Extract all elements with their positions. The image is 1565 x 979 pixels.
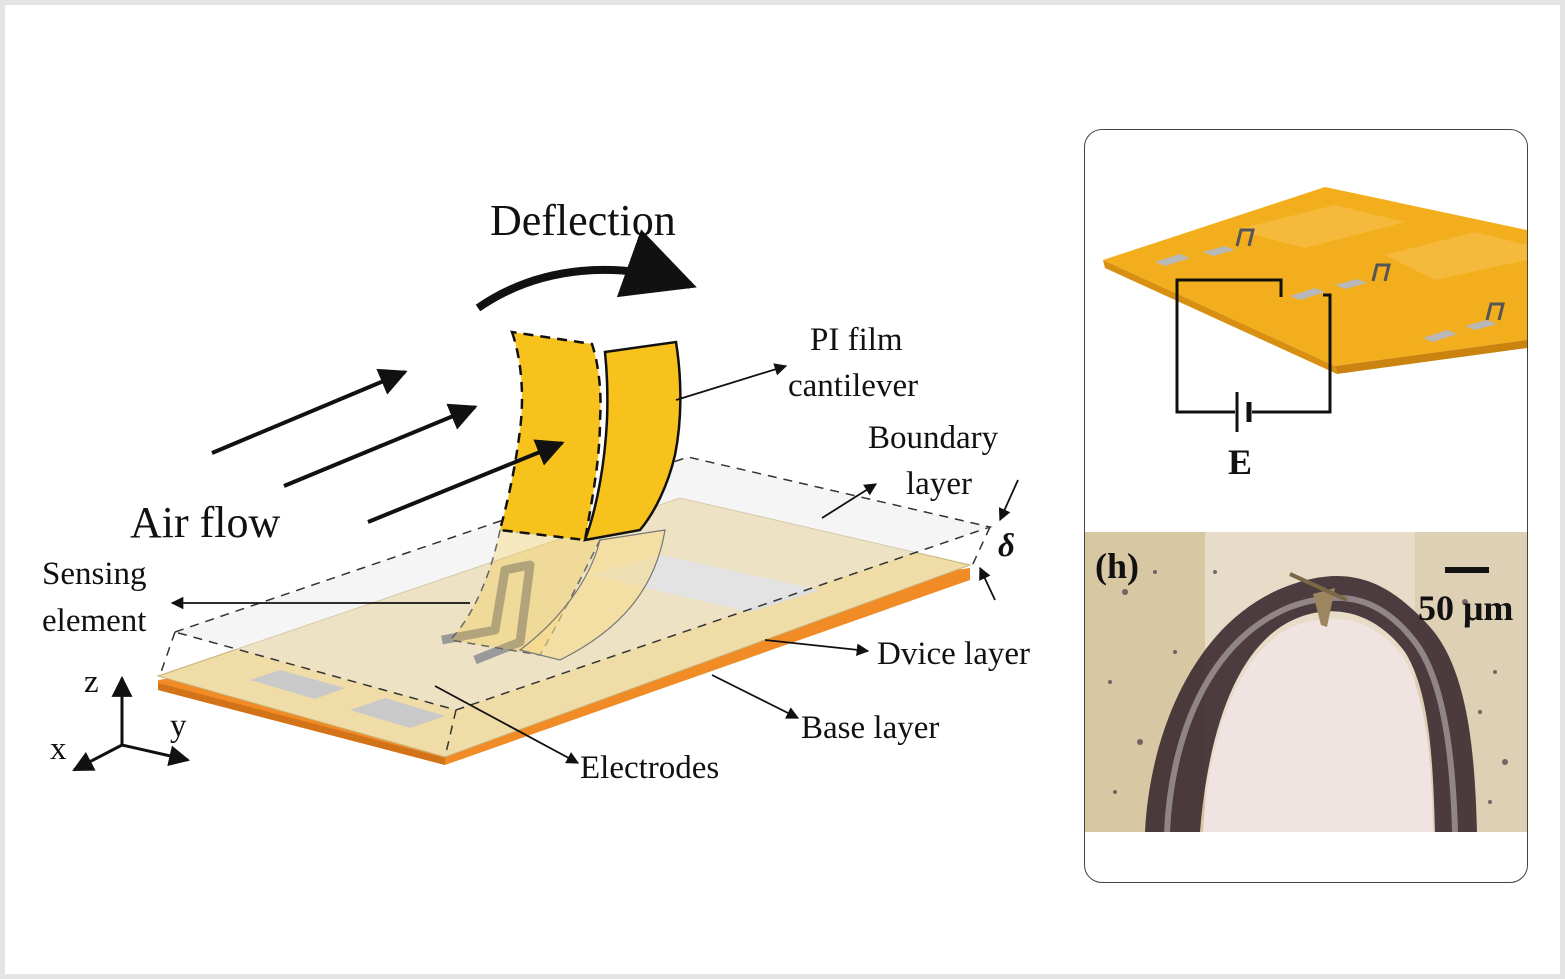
micrograph-panel-label: (h)	[1095, 546, 1139, 586]
coordinate-axes	[72, 675, 191, 772]
cantilever-original	[498, 330, 602, 542]
airflow-label: Air flow	[130, 498, 281, 547]
cantilever-label-line1: PI film	[810, 322, 903, 358]
cantilever-label-line2: cantilever	[788, 368, 919, 404]
sensing-element-trace	[441, 560, 535, 665]
sensing-label-line1: Sensing	[42, 556, 147, 592]
sensing-label-line2: element	[42, 603, 147, 639]
axis-z-label: z	[84, 664, 99, 700]
device-layer-label: Dvice layer	[877, 636, 1030, 672]
axis-x-label: x	[50, 731, 67, 767]
cantilever-bent-base	[518, 529, 666, 661]
micrograph-image: (h) 50 μm	[1085, 532, 1527, 832]
deflection-arrow	[475, 229, 697, 312]
circuit-schematic	[1103, 187, 1527, 432]
leader-arrows	[170, 363, 1019, 764]
deflection-label: Deflection	[490, 196, 676, 245]
boundary-label-line2: layer	[906, 466, 972, 502]
airflow-arrows	[211, 368, 565, 524]
micrograph-drawing	[1085, 532, 1527, 832]
delta-label: δ	[998, 528, 1015, 564]
source-label: E	[1228, 442, 1253, 482]
axis-y-label: y	[170, 708, 187, 744]
base-layer-label: Base layer	[801, 710, 940, 746]
scale-bar-label: 50 μm	[1418, 588, 1514, 628]
inset-panel: E (h) 50 μm	[1084, 129, 1528, 883]
electrodes	[250, 670, 445, 728]
cantilever-deflected	[583, 340, 682, 542]
electrodes-label: Electrodes	[580, 750, 720, 786]
boundary-label-line1: Boundary	[868, 420, 999, 456]
